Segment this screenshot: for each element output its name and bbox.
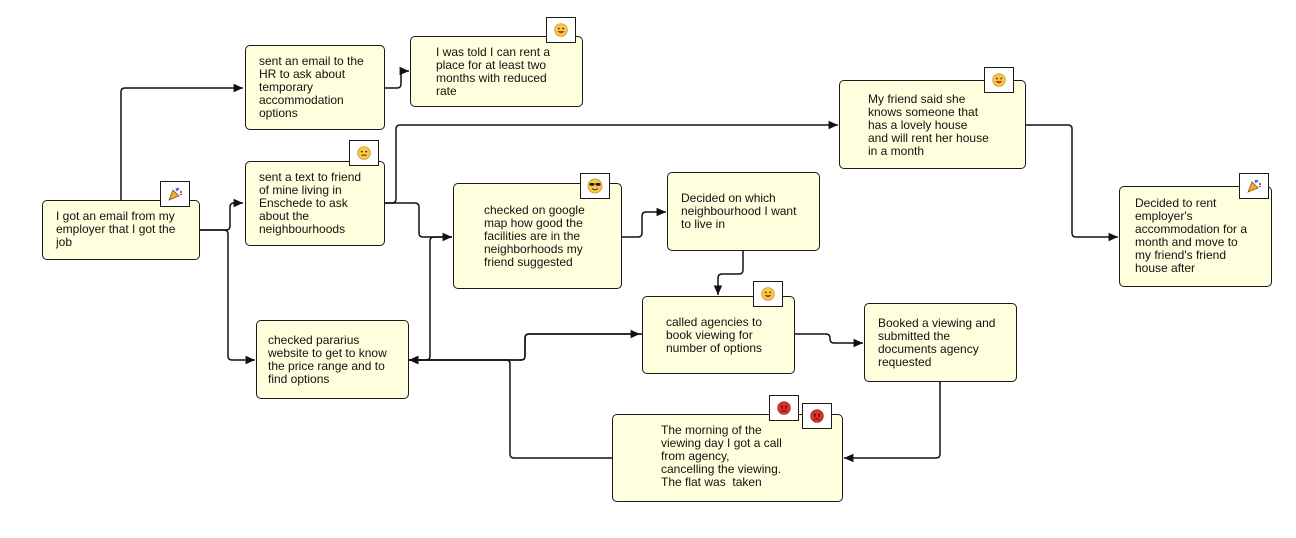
edge-friend-to-decided: [1025, 124, 1118, 242]
node-checked-google-text: checked on google map how good the facil…: [484, 203, 585, 269]
node-friend-said: My friend said she knows someone that ha…: [839, 80, 1026, 169]
neutral-face-icon: [349, 140, 379, 166]
edge-google-to-pararius: [409, 236, 452, 365]
node-checked-pararius: checked pararius website to get to know …: [256, 320, 409, 399]
grinning-face-icon: [546, 17, 576, 43]
angry-face-icon: [769, 395, 799, 421]
node-got-email: I got an email from my employer that I g…: [42, 200, 200, 260]
edge-decide-to-call: [713, 251, 744, 295]
node-called-agencies: called agencies to book viewing for numb…: [642, 296, 795, 374]
node-decided-rent: Decided to rent employer's accommodation…: [1119, 186, 1272, 287]
edge-google-to-decide: [622, 207, 666, 238]
edge-booked-to-morning: [844, 382, 941, 463]
node-sent-email-hr-text: sent an email to the HR to ask about tem…: [259, 54, 364, 120]
node-friend-said-text: My friend said she knows someone that ha…: [868, 92, 989, 158]
edge-hr-to-rent: [385, 66, 409, 89]
node-sent-text: sent a text to friend of mine living in …: [245, 161, 385, 246]
node-morning-viewing-text: The morning of the viewing day I got a c…: [661, 423, 782, 489]
node-told-rent-text: I was told I can rent a place for at lea…: [436, 45, 551, 98]
node-decided-rent-text: Decided to rent employer's accommodation…: [1135, 196, 1248, 275]
node-decided-neighbourhood: Decided on which neighbourhood I want to…: [667, 172, 820, 251]
edge-call-to-booked: [795, 333, 863, 348]
party-popper-icon: [160, 181, 190, 207]
grinning-face-icon: [753, 281, 783, 307]
edge-job-to-pararius: [200, 229, 255, 365]
edge-job-to-text: [200, 198, 243, 231]
edge-pararius-to-call: [409, 329, 640, 361]
edge-job-to-hr: [120, 83, 243, 200]
edge-text-to-google: [385, 202, 452, 242]
node-called-agencies-text: called agencies to book viewing for numb…: [666, 315, 763, 355]
edge-morning-to-pararius: [409, 355, 612, 459]
node-told-rent: I was told I can rent a place for at lea…: [410, 36, 583, 107]
node-booked-viewing-text: Booked a viewing and submitted the docum…: [878, 316, 996, 369]
grinning-face-icon: [984, 67, 1014, 93]
node-sent-text-text: sent a text to friend of mine living in …: [259, 170, 362, 236]
angry-face-icon: [802, 403, 832, 429]
node-booked-viewing: Booked a viewing and submitted the docum…: [864, 303, 1017, 382]
sunglasses-face-icon: [580, 173, 610, 199]
node-got-email-text: I got an email from my employer that I g…: [56, 209, 176, 249]
node-checked-pararius-text: checked pararius website to get to know …: [268, 333, 387, 386]
node-checked-google: checked on google map how good the facil…: [453, 183, 622, 289]
node-sent-email-hr: sent an email to the HR to ask about tem…: [245, 45, 385, 130]
party-popper-icon: [1239, 173, 1269, 199]
node-decided-neighbourhood-text: Decided on which neighbourhood I want to…: [681, 191, 797, 231]
